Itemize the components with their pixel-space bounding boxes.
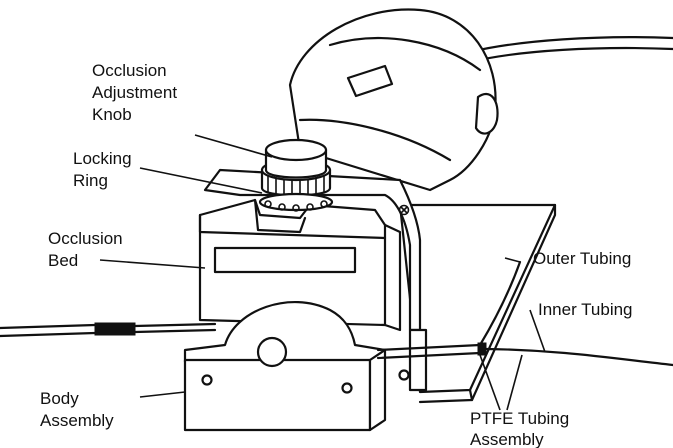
label-knob-1: Occlusion — [92, 61, 167, 80]
bracket-screw — [398, 204, 410, 216]
rotor-hub — [256, 336, 288, 368]
occlusion-bed — [198, 198, 402, 332]
label-body-2: Assembly — [40, 411, 114, 430]
left-tubing — [0, 322, 217, 338]
label-locking-2: Ring — [73, 171, 108, 190]
leader-ptfe-2 — [506, 354, 523, 411]
occlusion-adjustment-knob — [260, 138, 332, 197]
label-bed-2: Bed — [48, 251, 78, 270]
rear-cable — [468, 36, 673, 64]
label-locking-1: Locking — [73, 149, 132, 168]
body-screw-left — [201, 374, 213, 386]
label-ptfe-1: PTFE Tubing — [470, 409, 569, 428]
label-bed-1: Occlusion — [48, 229, 123, 248]
occlusion-bed-window — [213, 246, 357, 274]
leader-knob — [194, 134, 273, 158]
body-assembly — [183, 301, 410, 432]
label-knob-2: Adjustment — [92, 83, 177, 102]
leader-inner-tubing — [529, 309, 546, 353]
leader-outer-tubing — [504, 257, 521, 263]
locking-ring — [258, 192, 334, 212]
motor-housing — [288, 8, 499, 192]
label-body-1: Body — [40, 389, 79, 408]
label-knob-3: Knob — [92, 105, 132, 124]
body-screw-side — [398, 369, 410, 381]
leader-occlusion-bed — [99, 259, 206, 269]
label-outer-tubing: Outer Tubing — [533, 249, 631, 268]
leader-body-assembly — [139, 391, 186, 398]
body-screw-right — [341, 382, 353, 394]
right-tubing — [376, 260, 673, 367]
labels: Occlusion Adjustment Knob Locking Ring O… — [40, 61, 633, 448]
label-ptfe-2: Assembly — [470, 430, 544, 448]
body-front-face — [183, 358, 372, 432]
leader-ptfe-1 — [479, 354, 501, 411]
leader-lines — [99, 134, 546, 411]
motor-label-plate — [346, 64, 394, 98]
label-inner-tubing: Inner Tubing — [538, 300, 633, 319]
motor-end-cap — [474, 92, 499, 135]
leader-locking-ring — [139, 167, 263, 194]
